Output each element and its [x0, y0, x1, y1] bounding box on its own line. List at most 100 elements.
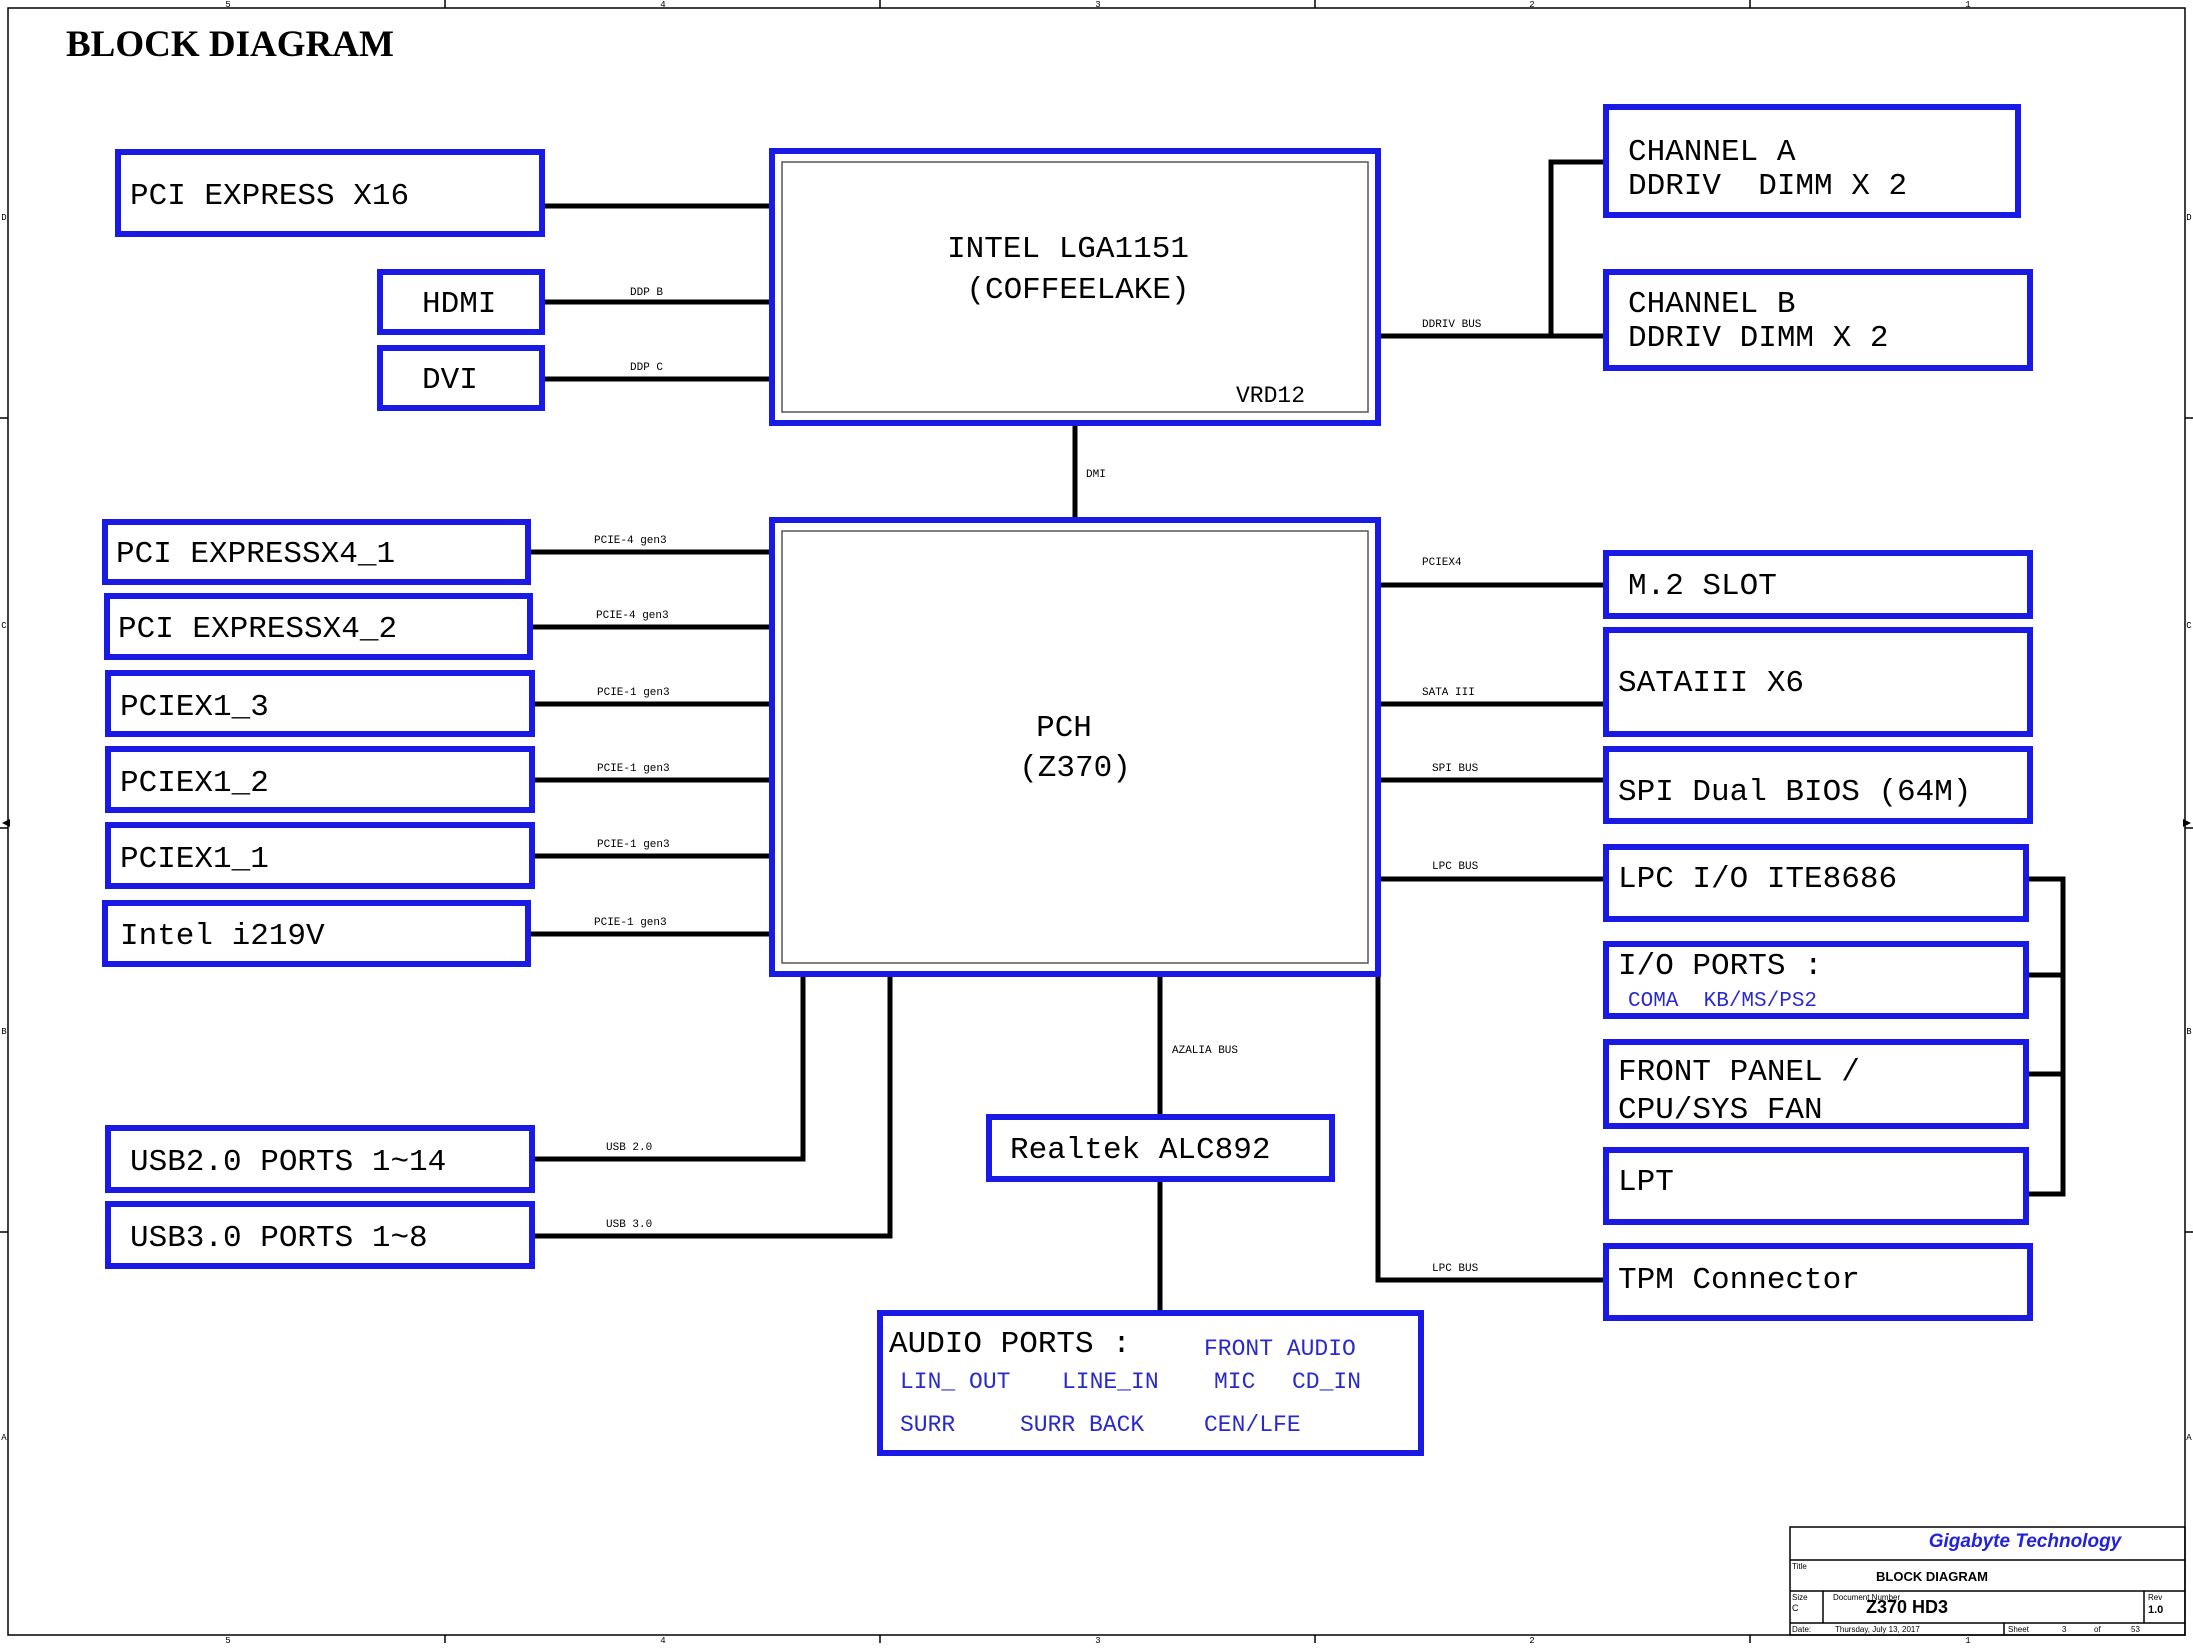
bus-spi: SPI BUS: [1432, 763, 1479, 775]
date-value: Thursday, July 13, 2017: [1835, 1625, 1920, 1634]
box-realtek[interactable]: [986, 1114, 1335, 1182]
label-m2: M.2 SLOT: [1628, 569, 1777, 604]
zone-top-2: 2: [1529, 0, 1534, 10]
title-value: BLOCK DIAGRAM: [1876, 1569, 1988, 1584]
label-front-audio: FRONT AUDIO: [1204, 1336, 1356, 1362]
bus-pcie-lan: PCIE-1 gen3: [594, 917, 667, 929]
doc-value: Z370 HD3: [1866, 1597, 1948, 1617]
label-audio-title: AUDIO PORTS :: [889, 1327, 1131, 1362]
label-usb2: USB2.0 PORTS 1~14: [130, 1145, 446, 1180]
box-channel-a[interactable]: [1603, 104, 2021, 218]
rev-value: 1.0: [2148, 1604, 2163, 1616]
label-surr: SURR: [900, 1412, 955, 1438]
label-pciex1-3: PCIEX1_3: [120, 690, 269, 725]
label-front-panel-2: CPU/SYS FAN: [1618, 1093, 1823, 1128]
box-usb2[interactable]: [105, 1125, 535, 1193]
zone-left-d: D: [1, 213, 6, 223]
label-lpc-io: LPC I/O ITE8686: [1618, 862, 1897, 897]
label-front-panel-1: FRONT PANEL /: [1618, 1055, 1860, 1090]
zone-top-3: 3: [1095, 0, 1100, 10]
rev-label: Rev: [2148, 1593, 2162, 1602]
label-channel-a-2: DDRIV DIMM X 2: [1628, 169, 1907, 204]
zone-right-d: D: [2186, 213, 2191, 223]
label-realtek: Realtek ALC892: [1010, 1133, 1270, 1168]
bus-pcie-x4-2: PCIE-4 gen3: [596, 610, 669, 622]
box-tpm[interactable]: [1603, 1243, 2033, 1321]
box-pciex1-2[interactable]: [105, 746, 535, 813]
zone-left-c: C: [1, 621, 7, 631]
box-dvi[interactable]: [377, 345, 545, 411]
label-hdmi: HDMI: [422, 287, 496, 322]
label-intel-i219v: Intel i219V: [120, 919, 325, 954]
inner-outlines: [781, 161, 1369, 964]
label-lpt: LPT: [1618, 1165, 1674, 1200]
box-pcie-x4-2[interactable]: [104, 593, 533, 660]
box-io-ports[interactable]: [1603, 941, 2029, 1019]
box-intel-i219v[interactable]: [102, 900, 531, 967]
bus-pcie-x1-2: PCIE-1 gen3: [597, 763, 670, 775]
box-usb3[interactable]: [105, 1201, 535, 1269]
box-spi-bios[interactable]: [1603, 746, 2033, 824]
size-label: Size: [1792, 1593, 1808, 1602]
bus-ddp-b: DDP B: [630, 287, 663, 299]
box-lpc-io[interactable]: [1603, 844, 2029, 922]
box-channel-b[interactable]: [1603, 269, 2033, 371]
box-pciex1-3[interactable]: [105, 670, 535, 737]
bus-ddriv: DDRIV BUS: [1422, 319, 1482, 331]
label-channel-a-1: CHANNEL A: [1628, 135, 1796, 170]
label-pch-line1: PCH: [1036, 711, 1092, 746]
zone-right-b: B: [2186, 1027, 2192, 1037]
zone-right-c: C: [2186, 621, 2192, 631]
label-mic: MIC: [1214, 1369, 1255, 1395]
label-pcie-x4-1: PCI EXPRESSX4_1: [116, 537, 395, 572]
box-audio-ports[interactable]: [877, 1310, 1424, 1456]
label-cpu-vrd: VRD12: [1236, 383, 1305, 409]
box-hdmi[interactable]: [377, 269, 545, 335]
label-lin-out: LIN_ OUT: [900, 1369, 1010, 1395]
sheet-total: 53: [2131, 1625, 2140, 1634]
size-value: C: [1792, 1603, 1799, 1613]
zone-top-4: 4: [660, 0, 665, 10]
box-m2[interactable]: [1603, 550, 2033, 619]
zone-left-b: B: [1, 1027, 7, 1037]
bus-pcie-x4-1: PCIE-4 gen3: [594, 535, 667, 547]
label-io-ports: I/O PORTS :: [1618, 949, 1823, 984]
bus-pcie-x1-3: PCIE-1 gen3: [597, 687, 670, 699]
zone-top-5: 5: [225, 0, 230, 10]
zone-bottom-3: 3: [1095, 1636, 1100, 1643]
title-block: Gigabyte Technology Title BLOCK DIAGRAM …: [1789, 1526, 2186, 1636]
zone-top-1: 1: [1965, 0, 1970, 10]
sheet-number: 3: [2062, 1625, 2067, 1634]
box-lpt[interactable]: [1603, 1147, 2029, 1225]
bus-usb2: USB 2.0: [606, 1142, 652, 1154]
label-pciex1-1: PCIEX1_1: [120, 842, 269, 877]
box-pcie-x16[interactable]: [115, 149, 545, 237]
bus-azalia: AZALIA BUS: [1172, 1045, 1238, 1057]
label-cen-lfe: CEN/LFE: [1204, 1412, 1301, 1438]
label-channel-b-2: DDRIV DIMM X 2: [1628, 321, 1888, 356]
box-front-panel[interactable]: [1603, 1039, 2029, 1129]
doc-label: Document Number: [1833, 1593, 1900, 1602]
bus-lpc-tpm: LPC BUS: [1432, 1263, 1479, 1275]
box-pch[interactable]: [769, 517, 1381, 977]
center-arrow-markers: [2, 819, 2191, 827]
bus-usb3: USB 3.0: [606, 1219, 652, 1231]
label-spi-bios: SPI Dual BIOS (64M): [1618, 775, 1971, 810]
label-pcie-x4-2: PCI EXPRESSX4_2: [118, 612, 397, 647]
date-label: Date:: [1792, 1625, 1811, 1634]
label-cpu-line2: (COFFEELAKE): [966, 273, 1189, 308]
box-sata[interactable]: [1603, 627, 2033, 737]
box-labels: PCI EXPRESS X16 HDMI DVI INTEL LGA1151 (…: [116, 135, 1971, 1362]
connection-lines: [528, 159, 2066, 1313]
box-pcie-x4-1[interactable]: [102, 519, 531, 585]
bus-lpc: LPC BUS: [1432, 861, 1479, 873]
of-label: of: [2094, 1625, 2101, 1634]
label-line-in: LINE_IN: [1062, 1369, 1159, 1395]
box-cpu[interactable]: [769, 148, 1381, 426]
zone-bottom-1: 1: [1965, 1636, 1970, 1643]
label-pcie-x16: PCI EXPRESS X16: [130, 179, 409, 214]
box-pciex1-1[interactable]: [105, 822, 535, 889]
